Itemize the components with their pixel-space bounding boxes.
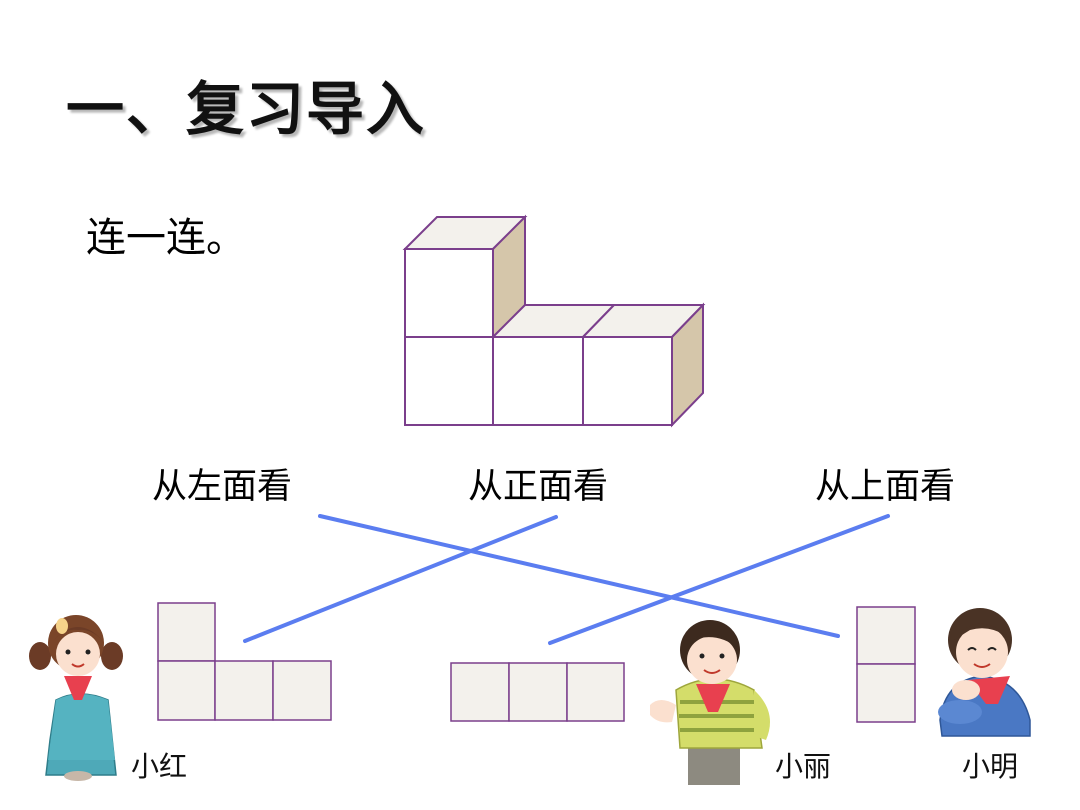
name-xiaoli: 小丽 bbox=[775, 750, 832, 783]
view-shape-l[interactable] bbox=[157, 602, 332, 721]
xiaoli-illustration bbox=[650, 620, 770, 785]
connector-lines bbox=[243, 514, 890, 645]
instruction-text: 连一连。 bbox=[86, 215, 246, 261]
label-view-left[interactable]: 从左面看 bbox=[152, 467, 293, 507]
connector-front-view bbox=[243, 515, 558, 643]
name-xiaoming: 小明 bbox=[962, 750, 1019, 783]
name-xiaohong: 小红 bbox=[131, 750, 188, 783]
xiaoming-illustration bbox=[938, 608, 1031, 737]
xiaohong-illustration bbox=[29, 615, 123, 781]
page-title: 一、复习导入 bbox=[66, 75, 427, 143]
label-view-front[interactable]: 从正面看 bbox=[468, 467, 609, 507]
view-shape-column[interactable] bbox=[856, 606, 916, 723]
connector-left-view bbox=[318, 514, 840, 638]
label-view-top[interactable]: 从上面看 bbox=[815, 467, 956, 507]
view-shape-row[interactable] bbox=[450, 662, 625, 722]
cube-structure-3d bbox=[402, 214, 706, 428]
connector-top-view bbox=[548, 514, 890, 645]
